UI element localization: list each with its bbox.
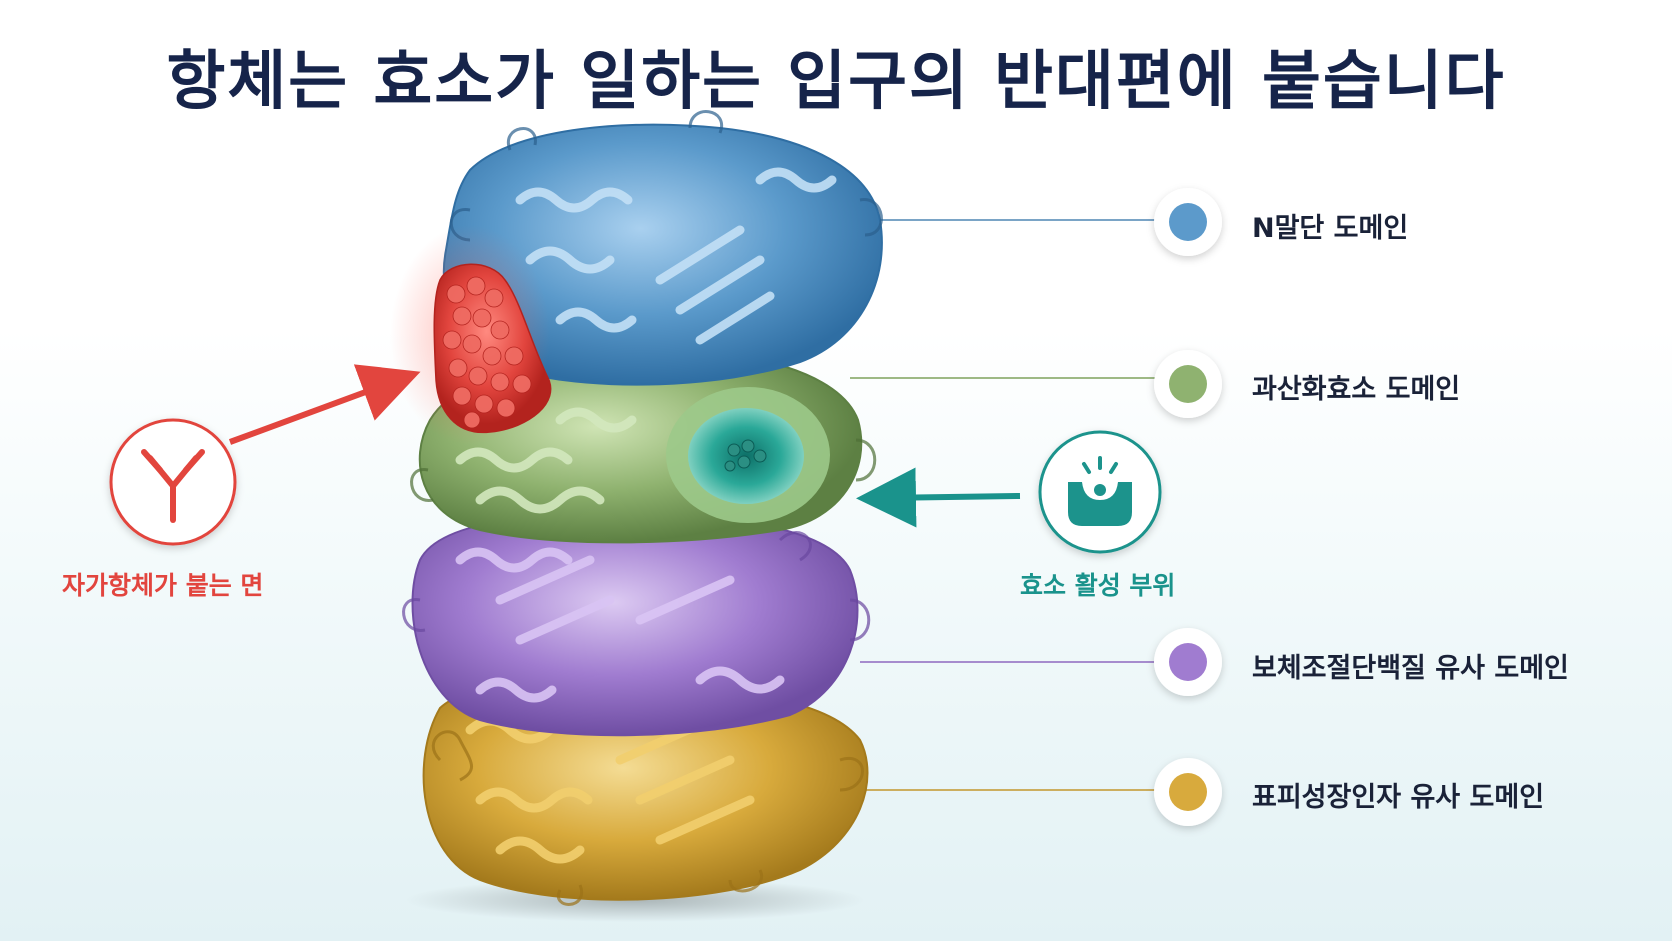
legend-dot-egf-like [1154, 758, 1222, 826]
legend-dot-ccp-like [1154, 628, 1222, 696]
legend-dots [1154, 188, 1222, 826]
n-terminal-domain-structure [442, 110, 883, 386]
autoantibody-callout-label: 자가항체가 붙는 면 [62, 571, 264, 600]
epitope-arrow [228, 364, 421, 445]
active-site-pocket-icon [1038, 430, 1162, 554]
legend-label-n-terminal: N말단 도메인 [1252, 213, 1409, 244]
legend-label-ccp-like: 보체조절단백질 유사 도메인 [1252, 653, 1569, 684]
legend-label-egf-like: 표피성장인자 유사 도메인 [1252, 782, 1545, 813]
legend-label-peroxidase: 과산화효소 도메인 [1252, 374, 1461, 405]
legend-dot-n-terminal [1154, 188, 1222, 256]
antibody-icon [109, 418, 237, 546]
autoantibody-epitope-surface [390, 225, 552, 445]
ccp-like-domain-structure [402, 512, 871, 737]
active-site-pocket [666, 387, 830, 523]
egf-like-domain-structure [422, 679, 869, 906]
active-site-arrow [856, 467, 1021, 528]
page-title: 항체는 효소가 일하는 입구의 반대편에 붙습니다 [166, 45, 1506, 119]
active-site-callout-label: 효소 활성 부위 [1020, 571, 1176, 600]
legend-dot-peroxidase [1154, 350, 1222, 418]
leader-lines [850, 219, 1160, 791]
